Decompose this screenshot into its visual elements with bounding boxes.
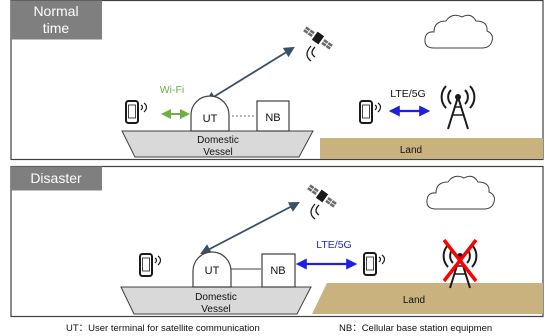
panel-label-line1: Normal [33,3,78,19]
ut-terminal [192,251,232,288]
panel-label-line2: time [43,20,70,36]
vessel-label-line2: Vessel [201,304,230,315]
vessel-label-line1: Domestic [197,135,239,146]
land-area [320,138,543,159]
disabled-x-icon [442,238,478,283]
nb-definition: NB：Cellular base station equipmen [339,323,493,334]
vessel-hull [121,130,314,158]
satellite-link-arrow [200,202,300,254]
wifi-label: Wi-Fi [160,84,185,96]
nb-label: NB [270,265,285,277]
land-label: Land [403,295,425,306]
satellite-link-arrow [205,46,295,103]
ut-definition: UT：User terminal for satellite communica… [66,323,260,334]
nb-station [256,100,290,132]
ut-label: UT [205,265,220,277]
ut-label: UT [203,113,218,125]
disaster-panel: Disaster Domestic Vessel UT NB LTE/5G La… [10,165,544,318]
lte-label: LTE/5G [316,239,351,251]
ut-terminal [190,95,230,132]
normal-time-panel: Normal time Domestic Vessel UT NB Wi-Fi … [10,0,544,161]
panel-header-box [11,166,102,191]
vessel-hull [120,286,312,315]
panel-label: Disaster [30,170,82,186]
legend-footer: UT：User terminal for satellite communica… [0,318,545,334]
lte-label: LTE/5G [390,88,425,100]
panel-header-box [11,0,102,40]
land-area [312,283,543,314]
nb-label: NB [265,112,280,124]
nb-station [261,253,296,288]
vessel-label-line1: Domestic [195,292,237,303]
vessel-label-line2: Vessel [203,147,232,158]
land-label: Land [400,145,422,156]
